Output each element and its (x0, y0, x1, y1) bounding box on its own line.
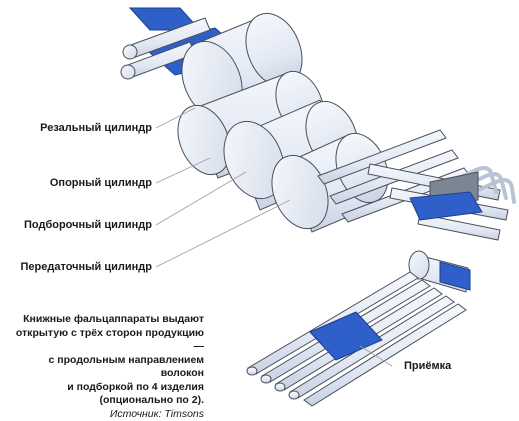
label-collecting-cylinder: Подборочный цилиндр (20, 219, 152, 231)
caption-line-1: Книжные фальцаппараты выдают (23, 313, 204, 325)
caption-source: Источник: Timsons (4, 408, 204, 421)
label-delivery: Приёмка (404, 360, 451, 372)
caption-line-2: открытую с трёх сторон продукцию — (16, 327, 204, 353)
caption: Книжные фальцаппараты выдают открытую с … (4, 313, 204, 421)
caption-line-5: (опционально по 2). (100, 394, 204, 406)
caption-line-3: с продольным направлением волокон (49, 354, 204, 380)
label-transfer-cylinder: Передаточный цилиндр (10, 261, 152, 273)
label-cutting-cylinder: Резальный цилиндр (36, 122, 152, 134)
caption-line-4: и подборкой по 4 изделия (67, 381, 204, 393)
label-support-cylinder: Опорный цилиндр (36, 177, 152, 189)
